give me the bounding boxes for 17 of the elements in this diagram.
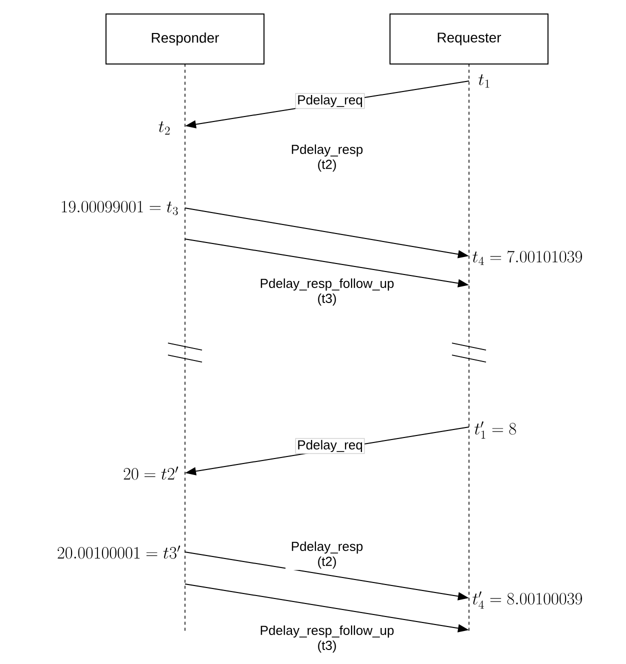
time-label: $t_1$ <box>478 74 490 88</box>
lifeline <box>184 63 186 633</box>
edge-label: Pdelay_resp_follow_up (t3) <box>256 276 398 308</box>
time-label: $t_4' = 8.00100039$ <box>472 591 582 609</box>
edge-label: Pdelay_resp_follow_up (t3) <box>256 624 398 654</box>
time-label: $t_4 = 7.00101039$ <box>472 250 582 265</box>
participant-box: Responder <box>106 14 264 64</box>
lifeline <box>468 63 470 633</box>
edge-label: Pdelay_resp (t2) <box>286 142 368 174</box>
edge-label: Pdelay_req <box>295 438 365 454</box>
edge-label: Pdelay_resp (t2) <box>286 540 368 570</box>
time-label: $t_2$ <box>158 121 170 135</box>
time-label: $20.00100001 = t3'$ <box>58 546 180 559</box>
time-label: $19.00099001 = t_3$ <box>62 200 178 216</box>
edge-label: Pdelay_req <box>295 93 365 109</box>
participant-box: Requester <box>390 14 548 64</box>
time-label: $t_1' = 8$ <box>474 421 516 439</box>
